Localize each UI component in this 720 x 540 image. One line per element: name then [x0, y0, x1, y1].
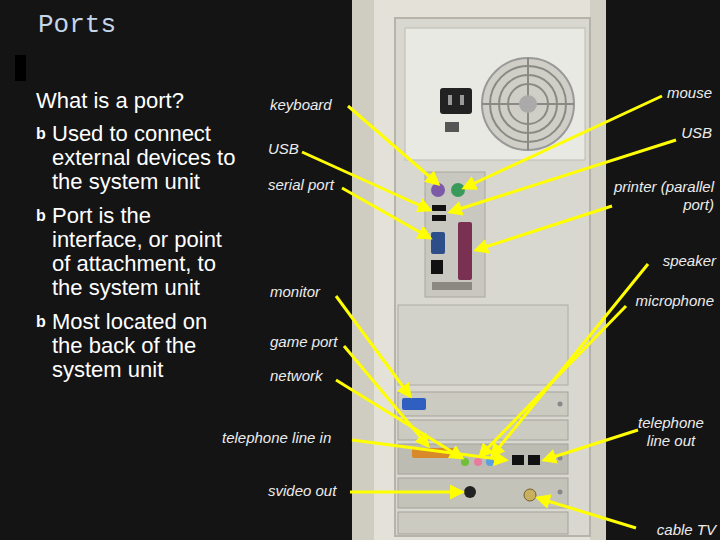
expansion-slots-part — [528, 455, 540, 465]
io-panel-part — [451, 183, 465, 197]
port-label: telephone line in — [222, 429, 331, 447]
leader-arrows-part — [480, 306, 626, 456]
power-supply-part — [448, 95, 452, 105]
expansion-slots-part — [512, 455, 524, 465]
leader-arrows-part — [544, 430, 638, 460]
bullet-row: bUsed to connect external devices to the… — [36, 122, 241, 194]
power-supply-part — [405, 28, 585, 160]
leader-arrows-part — [344, 346, 428, 446]
bullet-row: bMost located on the back of the system … — [36, 310, 241, 382]
port-label: network — [270, 367, 323, 385]
corner-block — [15, 55, 26, 81]
tower-case-part — [352, 0, 374, 540]
port-label: mouse — [667, 84, 712, 102]
io-panel-part — [432, 205, 446, 211]
io-panel-part — [458, 222, 472, 280]
port-label: cable TV — [657, 521, 716, 539]
port-label: speaker — [663, 252, 716, 270]
io-panel — [425, 172, 485, 297]
port-label: printer (parallel port) — [596, 178, 714, 214]
port-label: USB — [268, 140, 299, 158]
leader-arrows-part — [350, 491, 462, 494]
port-label: svideo out — [268, 482, 336, 500]
bullet-column: What is a port?bUsed to connect external… — [36, 88, 241, 392]
leader-arrows-part — [492, 264, 648, 456]
bullet-mark: b — [36, 122, 52, 146]
leader-arrows — [302, 96, 676, 528]
tower-case-part — [352, 0, 606, 540]
expansion-slots-part — [398, 512, 568, 534]
tower-case — [352, 0, 606, 540]
power-supply-part — [482, 58, 574, 150]
power-supply-part — [519, 95, 537, 113]
tower-case-part — [590, 0, 606, 540]
power-supply — [405, 28, 585, 160]
bullet-text: Used to connect external devices to the … — [52, 122, 237, 194]
bullet-mark: b — [36, 204, 52, 228]
leader-arrows-part — [450, 140, 676, 212]
leader-arrows-part — [348, 106, 438, 184]
leader-arrows-part — [342, 188, 430, 238]
io-panel-part — [431, 232, 445, 254]
io-panel-part — [431, 183, 445, 197]
io-panel-part — [425, 172, 485, 297]
io-panel-part — [432, 215, 446, 221]
io-panel-part — [432, 282, 472, 290]
leader-arrows-part — [538, 498, 636, 528]
leader-arrows-part — [464, 96, 662, 188]
expansion-slots-part — [558, 490, 563, 495]
power-supply-part — [440, 88, 472, 114]
port-label: serial port — [268, 176, 334, 194]
bullet-row: bPort is the interface, or point of atta… — [36, 204, 241, 300]
bullet-text: Most located on the back of the system u… — [52, 310, 237, 382]
expansion-slots-part — [402, 398, 426, 410]
port-label: keyboard — [270, 96, 332, 114]
expansion-slots-part — [524, 489, 536, 501]
section-heading: What is a port? — [36, 88, 241, 114]
expansion-slots-part — [398, 305, 568, 385]
expansion-slots-part — [461, 458, 469, 466]
bullet-text: Port is the interface, or point of attac… — [52, 204, 237, 300]
port-label: monitor — [270, 283, 320, 301]
slide-title: Ports — [38, 10, 116, 40]
expansion-slots-part — [464, 486, 476, 498]
bullet-mark: b — [36, 310, 52, 334]
power-supply-part — [445, 122, 459, 132]
power-supply-part — [460, 95, 464, 105]
port-label: microphone — [636, 292, 714, 310]
port-label: telephone line out — [626, 414, 716, 450]
expansion-slots-part — [474, 458, 482, 466]
expansion-slots-part — [558, 402, 563, 407]
leader-arrows-part — [352, 440, 506, 460]
leader-arrows-part — [476, 206, 612, 250]
expansion-slots-part — [398, 420, 568, 440]
io-panel-part — [431, 260, 443, 274]
port-label: USB — [681, 124, 712, 142]
port-label: game port — [270, 333, 338, 351]
